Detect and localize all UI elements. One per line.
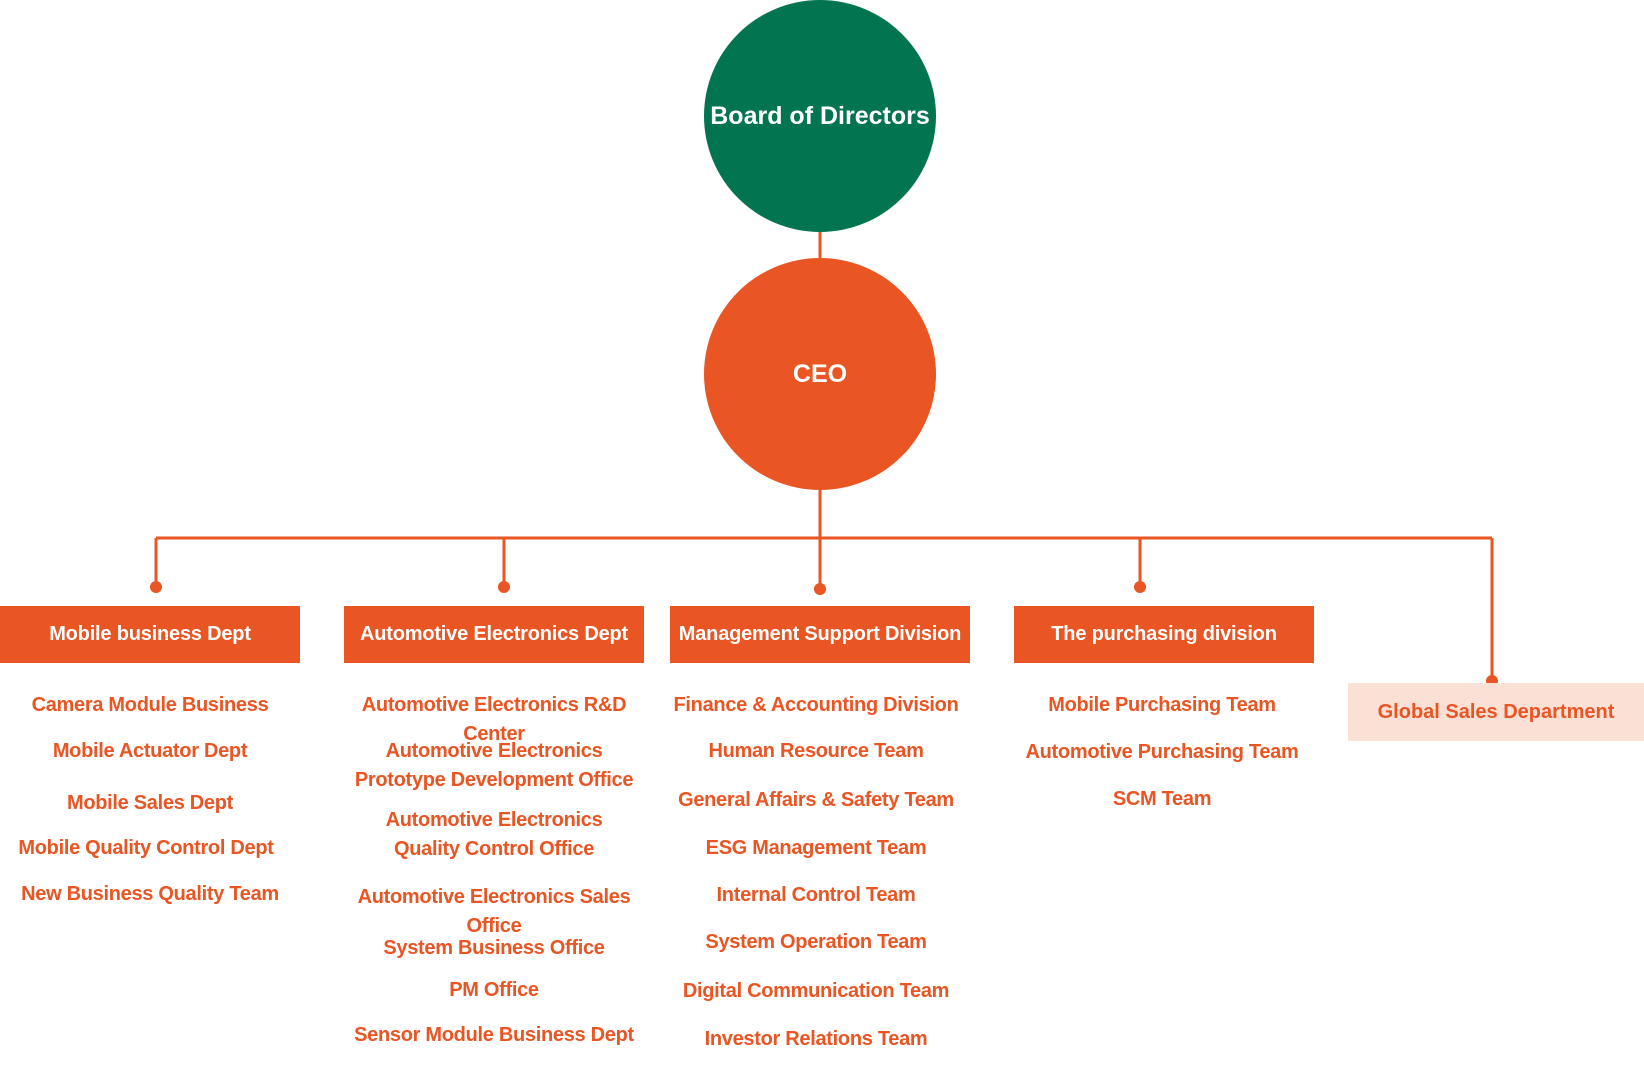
team-item: Internal Control Team	[716, 884, 916, 906]
team-item: Mobile Actuator Dept	[52, 740, 248, 762]
team-item: Sensor Module Business Dept	[354, 1024, 634, 1046]
dept-header-purchasing: The purchasing division	[1014, 606, 1314, 663]
team-item: Automotive Electronics Prototype Develop…	[354, 740, 634, 791]
team-item: Automotive Electronics R&D Center	[361, 694, 627, 745]
dept-label: The purchasing division	[1051, 623, 1277, 645]
team-item: Digital Communication Team	[682, 980, 950, 1002]
team-item: Automotive Electronics Quality Control O…	[385, 809, 603, 860]
team-item: Finance & Accounting Division	[673, 694, 959, 716]
team-item: General Affairs & Safety Team	[678, 789, 954, 811]
connector-dot-purch	[1134, 581, 1146, 593]
ceo-label: CEO	[792, 359, 848, 388]
ceo-node: CEO	[704, 258, 936, 490]
board-of-directors-node: Board of Directors	[704, 0, 936, 232]
dept-label: Management Support Division	[678, 623, 962, 645]
team-item: PM Office	[449, 979, 539, 1001]
team-item: Camera Module Business	[31, 694, 269, 716]
team-item: New Business Quality Team	[21, 883, 279, 905]
team-item: System Operation Team	[705, 931, 927, 953]
team-item: Human Resource Team	[708, 740, 924, 762]
team-item: SCM Team	[1112, 788, 1212, 810]
team-item: Automotive Electronics Sales Office	[357, 886, 631, 937]
dept-header-automotive-electronics: Automotive Electronics Dept	[344, 606, 644, 663]
team-item: Automotive Purchasing Team	[1025, 741, 1299, 763]
dept-header-mobile-business: Mobile business Dept	[0, 606, 300, 663]
global-sales-label: Global Sales Department	[1377, 700, 1615, 723]
team-item: Mobile Sales Dept	[66, 792, 234, 814]
team-item: ESG Management Team	[705, 837, 927, 859]
connector-dot-mgmt	[814, 583, 826, 595]
connector-dot-auto	[498, 581, 510, 593]
team-item: Mobile Quality Control Dept	[18, 837, 274, 859]
dept-label: Automotive Electronics Dept	[360, 623, 628, 645]
board-label: Board of Directors	[710, 101, 930, 130]
global-sales-department: Global Sales Department	[1348, 683, 1644, 741]
connector-dot-mobile	[150, 581, 162, 593]
team-item: Mobile Purchasing Team	[1048, 694, 1276, 716]
dept-header-management-support: Management Support Division	[670, 606, 970, 663]
dept-label: Mobile business Dept	[49, 623, 251, 645]
team-item: System Business Office	[383, 937, 605, 959]
team-item: Investor Relations Team	[704, 1028, 928, 1050]
